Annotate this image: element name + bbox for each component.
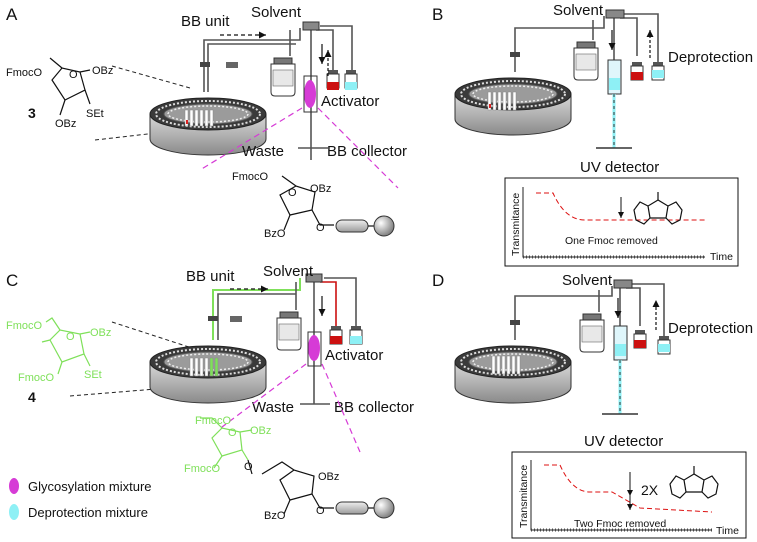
resin-bead-c [373, 497, 395, 519]
compound-4-number: 4 [28, 389, 36, 405]
solvent-label-d: Solvent [562, 272, 613, 289]
panel-d-letter: D [432, 271, 444, 290]
bb3-set-label: SEt [86, 108, 104, 120]
activator-label-c: Activator [325, 347, 383, 364]
panel-b-letter: B [432, 5, 443, 24]
synthesizer-a [149, 21, 358, 160]
product-c-o3-label: O [316, 505, 325, 517]
activator-label-a: Activator [321, 93, 379, 110]
panel-a: A FmocO O OBz OBz SEt 3 [6, 4, 407, 240]
tube-rack-d [491, 355, 521, 375]
bb4-set-label: SEt [84, 369, 102, 381]
resin-bead-a [373, 215, 395, 237]
legend-glycosylation-label: Glycosylation mixture [28, 479, 152, 494]
synthesizer-b [454, 9, 665, 149]
product-a-bzo-label: BzO [264, 228, 286, 240]
solvent-label-c: Solvent [263, 263, 314, 280]
uv-x-axis-b: Time [710, 251, 733, 263]
panel-c-letter: C [6, 271, 18, 290]
product-a-ring-o-label: O [288, 187, 297, 199]
deprotection-label-b: Deprotection [668, 49, 753, 66]
product-a-fmoco-label: FmocO [232, 171, 269, 183]
compound-3-number: 3 [28, 105, 36, 121]
solvent-bottle-a [270, 57, 296, 97]
bb3-ring-o-label: O [69, 69, 78, 81]
collector-tray-d [454, 345, 572, 404]
uv-x-axis-d: Time [716, 525, 739, 537]
waste-label-c: Waste [252, 399, 294, 416]
fluorene-fulvene-icon-d [669, 466, 719, 499]
product-c-ring-o1-label: O [228, 427, 237, 439]
deprotection-label-d: Deprotection [668, 320, 753, 337]
bb-collector-label-a: BB collector [327, 143, 407, 160]
uv-caption-b: One Fmoc removed [565, 235, 658, 247]
product-c-bzo-label: BzO [264, 510, 286, 522]
product-c-obz2-label: OBz [318, 471, 339, 483]
legend: Glycosylation mixture Deprotection mixtu… [9, 478, 152, 520]
fluorene-fulvene-icon-b [633, 192, 683, 225]
bb3-obz2-label: OBz [55, 118, 76, 130]
legend-deprotection-swatch [9, 504, 19, 520]
uv-y-axis-d: Transmitance [518, 465, 530, 528]
product-c-fmoco1-label: FmocO [195, 415, 232, 427]
product-c-fmoco2-label: FmocO [184, 463, 221, 475]
resin-bound-product-a: FmocO O OBz BzO O [232, 171, 395, 240]
panel-d: D [432, 271, 753, 539]
bb-unit-label-c: BB unit [186, 268, 235, 285]
tube-rack-b [487, 91, 517, 111]
bb3-fmoco-label: FmocO [6, 67, 43, 79]
bb4-ring-o-label: O [66, 331, 75, 343]
building-block-4-structure: FmocO O OBz FmocO SEt 4 [6, 317, 111, 405]
resin-bound-product-c: FmocO O OBz FmocO O OBz BzO O [184, 415, 395, 522]
product-c-obz1-label: OBz [250, 425, 271, 437]
solvent-bottle-c [276, 311, 302, 351]
building-block-3-structure: FmocO O OBz OBz SEt 3 [6, 57, 113, 130]
linker-c [335, 501, 369, 515]
product-a-o-label: O [316, 222, 325, 234]
synthesizer-d [454, 279, 671, 415]
synthesizer-c [149, 273, 363, 405]
uv-trace-d [544, 464, 713, 513]
product-c-o2-label: O [244, 461, 253, 473]
uv-caption-d: Two Fmoc removed [574, 518, 666, 530]
solvent-label-a: Solvent [251, 4, 302, 21]
tube-rack-a [184, 109, 214, 127]
uv-y-axis-b: Transmitance [510, 193, 522, 256]
uv-detector-label-b: UV detector [580, 159, 659, 176]
panel-b: B [432, 2, 753, 267]
bb-collector-label-c: BB collector [334, 399, 414, 416]
glycosylation-mixture-a [304, 80, 316, 108]
solvent-bottle-d [579, 313, 605, 353]
solvent-label-b: Solvent [553, 2, 604, 19]
bb4-obz-label: OBz [90, 327, 111, 339]
product-a-obz-label: OBz [310, 183, 331, 195]
uv-chart-b: One Fmoc removed Time Transmitance [504, 177, 739, 267]
panel-c: C FmocO O OBz FmocO SEt 4 [6, 263, 414, 522]
bb-unit-label-a: BB unit [181, 13, 230, 30]
uv-multiplier-d: 2X [641, 482, 659, 498]
uv-detector-label-d: UV detector [584, 433, 663, 450]
uv-chart-d: 2X Two Fmoc removed Time Transmitance [511, 451, 747, 539]
uv-trace-b [536, 192, 705, 221]
legend-deprotection-label: Deprotection mixture [28, 505, 148, 520]
legend-glycosylation-swatch [9, 478, 19, 494]
bb3-obz-label: OBz [92, 65, 113, 77]
linker-a [335, 219, 369, 233]
solvent-bottle-b [573, 41, 599, 81]
tube-rack-c [189, 357, 219, 377]
waste-label-a: Waste [242, 143, 284, 160]
panel-a-letter: A [6, 5, 18, 24]
bb4-fmoco2-label: FmocO [18, 372, 55, 384]
glycosylation-mixture-c [308, 335, 320, 361]
bb4-fmoco1-label: FmocO [6, 320, 43, 332]
